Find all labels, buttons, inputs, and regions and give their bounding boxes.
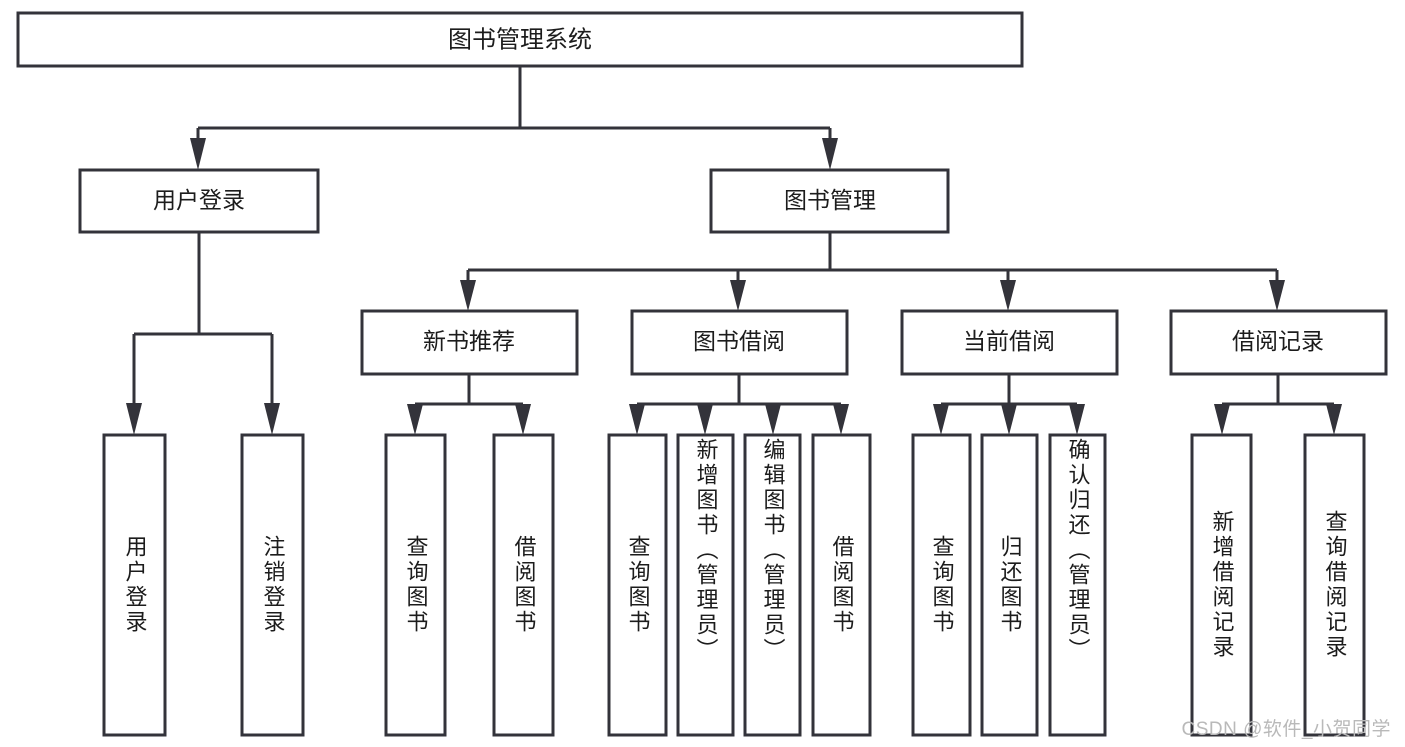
node-box-book-borrow[interactable] — [630, 309, 849, 376]
connector-group-root-to-level1 — [190, 66, 838, 170]
arrow-head-leaf-br-2 — [1326, 404, 1342, 435]
node-box-borrow-record[interactable] — [1169, 309, 1388, 376]
arrow-head-leaf-br-1 — [1214, 404, 1230, 435]
arrow-head-user-login — [190, 138, 206, 170]
node-box-book-admin[interactable] — [709, 168, 950, 234]
node-label-book-borrow: 图书借阅 — [693, 328, 785, 354]
arrow-head-leaf-cb-3 — [1069, 404, 1085, 435]
node-label-new-book-rec: 新书推荐 — [423, 328, 515, 354]
node-label-current-borrow: 当前借阅 — [963, 328, 1055, 354]
leaf-box-bb-4[interactable] — [811, 433, 872, 737]
node-box-current-borrow[interactable] — [900, 309, 1119, 376]
arrow-head-leaf-cb-2 — [1001, 404, 1017, 435]
node-box-root[interactable] — [16, 11, 1024, 68]
leaf-box-bb-3[interactable] — [743, 433, 802, 737]
arrow-head-leaf-bb-1 — [629, 404, 645, 435]
node-box-user-login[interactable] — [78, 168, 320, 234]
connector-group-borrow-record-to-leaves — [1214, 374, 1342, 435]
leaf-box-cb-1[interactable] — [911, 433, 972, 737]
arrow-head-leaf-cb-1 — [933, 404, 949, 435]
arrow-head-leaf-nbr-1 — [407, 404, 423, 435]
arrow-head-leaf-user-login-2 — [264, 403, 280, 435]
arrow-head-borrow-record — [1269, 280, 1285, 311]
arrow-head-leaf-bb-2 — [697, 404, 713, 435]
leaf-box-bb-1[interactable] — [607, 433, 668, 737]
leaf-box-bb-2[interactable] — [676, 433, 735, 737]
leaf-box-br-1[interactable] — [1190, 433, 1253, 737]
arrow-head-book-admin — [822, 138, 838, 170]
leaf-box-br-2[interactable] — [1303, 433, 1366, 737]
leaf-box-nbr-1[interactable] — [384, 433, 447, 737]
arrow-head-leaf-nbr-2 — [515, 404, 531, 435]
arrow-head-leaf-user-login-1 — [126, 403, 142, 435]
connector-group-new-book-rec-to-leaves — [407, 374, 531, 435]
node-label-root: 图书管理系统 — [448, 26, 592, 53]
node-label-book-admin: 图书管理 — [784, 187, 876, 213]
leaf-box-user-login-2[interactable] — [240, 433, 305, 737]
leaf-box-nbr-2[interactable] — [492, 433, 555, 737]
arrow-head-leaf-bb-3 — [765, 404, 781, 435]
leaf-box-cb-2[interactable] — [980, 433, 1039, 737]
csdn-watermark: CSDN @软件_小贺同学 — [1181, 719, 1391, 740]
connector-group-book-admin-to-level2 — [460, 232, 1285, 311]
arrow-head-new-book-rec — [460, 280, 476, 311]
leaf-box-cb-3[interactable] — [1048, 433, 1107, 737]
node-box-new-book-rec[interactable] — [360, 309, 579, 376]
arrow-head-book-borrow — [730, 280, 746, 311]
connector-group-current-borrow-to-leaves — [933, 374, 1085, 435]
arrow-head-current-borrow — [1000, 280, 1016, 311]
arrow-head-leaf-bb-4 — [833, 404, 849, 435]
leaf-box-user-login-1[interactable] — [102, 433, 167, 737]
node-label-borrow-record: 借阅记录 — [1232, 328, 1324, 354]
connector-group-book-borrow-to-leaves — [629, 374, 849, 435]
node-label-user-login: 用户登录 — [153, 187, 245, 213]
connector-group-user-login-to-leaves — [126, 232, 280, 435]
